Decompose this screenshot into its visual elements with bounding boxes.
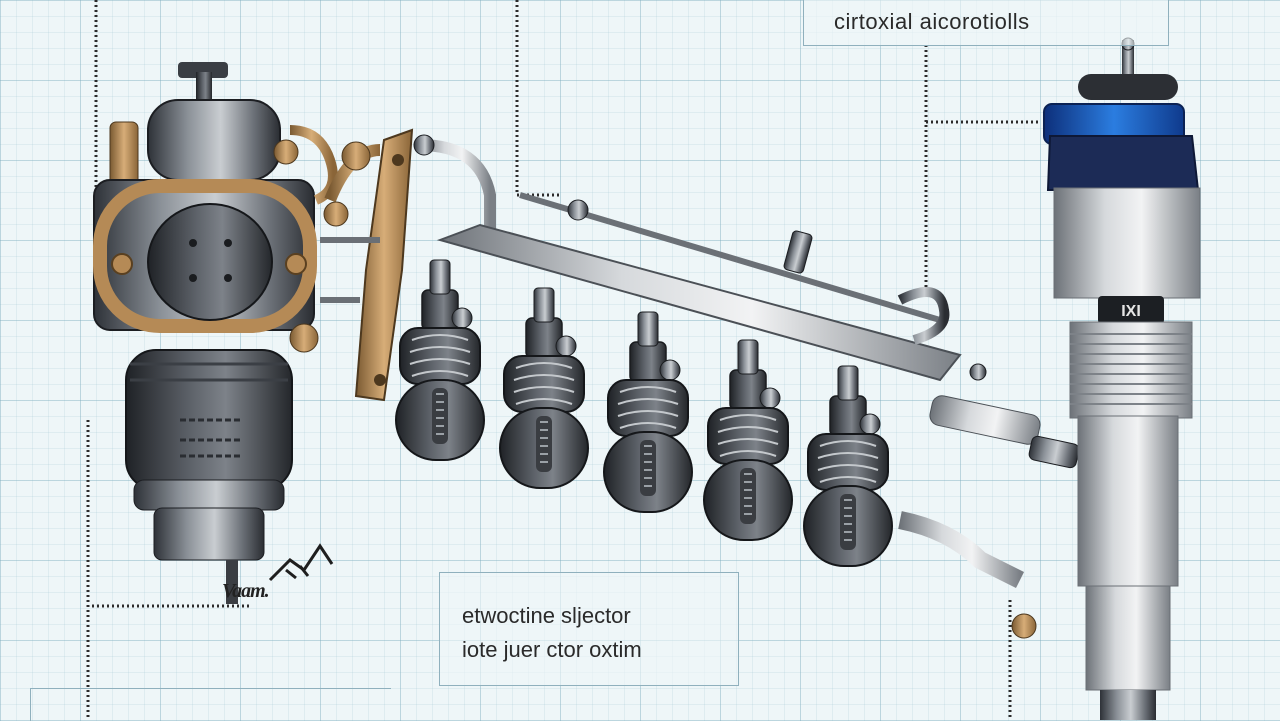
- top-caption-box: cirtoxial aicorotiolls: [803, 0, 1169, 46]
- top-caption: cirtoxial aicorotiolls: [834, 9, 1030, 34]
- fuel-rail: [436, 192, 1080, 639]
- bottom-frame: [30, 688, 391, 721]
- injector-2: [499, 287, 589, 489]
- throttle-linkage: [320, 128, 414, 402]
- bottom-caption-box: etwoctine sljector iote juer ctor oxtim: [439, 572, 739, 686]
- leader-lines: [86, 0, 1040, 720]
- carburetor-throat: [147, 203, 273, 321]
- injector-3: [603, 311, 693, 513]
- injector-5: [803, 365, 893, 567]
- bottom-caption-line2: iote juer ctor oxtim: [462, 637, 642, 662]
- signature-scribble: [268, 543, 334, 582]
- fuel-injector-single: IXI: [1043, 37, 1201, 720]
- bottom-caption-line1: etwoctine sljector: [462, 603, 631, 628]
- fuel-line: [419, 139, 496, 235]
- injector-4: [703, 339, 793, 541]
- carburetor: [93, 62, 338, 604]
- injector-badge: IXI: [1121, 303, 1141, 320]
- signature-text: Vaam.: [222, 580, 270, 602]
- fuel-injector-bank: [395, 259, 893, 567]
- injector-1: [395, 259, 485, 461]
